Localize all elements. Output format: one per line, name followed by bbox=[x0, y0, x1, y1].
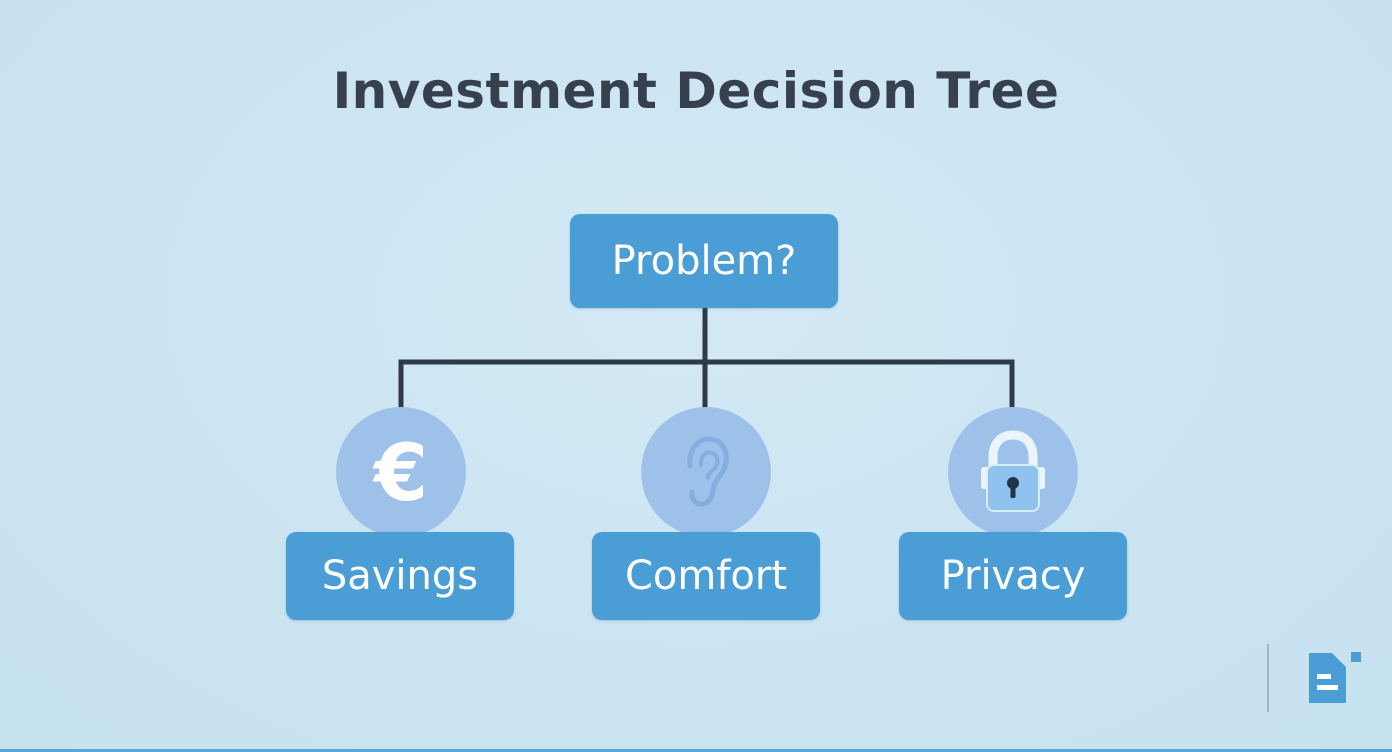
privacy-icon-circle bbox=[948, 407, 1078, 537]
root-node-problem: Problem? bbox=[570, 214, 838, 308]
comfort-icon-circle bbox=[641, 407, 771, 537]
document-logo-icon bbox=[1309, 652, 1361, 703]
diagram-title: Investment Decision Tree bbox=[332, 62, 1060, 120]
node-savings: Savings bbox=[286, 532, 514, 620]
padlock-icon bbox=[981, 430, 1045, 512]
euro-icon: € bbox=[373, 429, 429, 519]
bottom-accent-line bbox=[0, 749, 1392, 752]
ear-icon bbox=[687, 436, 729, 507]
node-privacy: Privacy bbox=[899, 532, 1127, 620]
brand-divider bbox=[1267, 644, 1269, 712]
savings-icon-circle: € bbox=[336, 407, 466, 537]
node-comfort: Comfort bbox=[592, 532, 820, 620]
